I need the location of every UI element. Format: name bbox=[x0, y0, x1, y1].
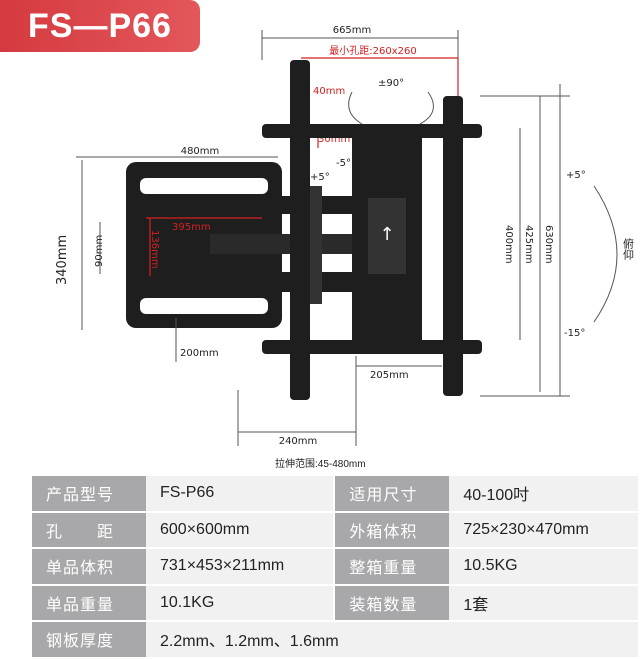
dim-arm-width: 480mm bbox=[181, 146, 220, 157]
upper-arm bbox=[180, 196, 360, 214]
model-badge: FS—P66 bbox=[0, 0, 200, 52]
dim-min-hole: 最小孔距:260x260 bbox=[329, 45, 416, 57]
dim-arm-reach: 395mm bbox=[172, 222, 211, 233]
table-row: 钢板厚度 2.2mm、1.2mm、1.6mm bbox=[32, 621, 638, 659]
dim-tilt-label: 俯仰 bbox=[622, 237, 635, 261]
dim-right-630: 630mm bbox=[543, 225, 554, 264]
spec-value: 725×230×470mm bbox=[449, 511, 638, 549]
spec-key: 钢板厚度 bbox=[32, 621, 146, 659]
dim-tilt-down: -15° bbox=[564, 328, 585, 339]
lower-arm bbox=[210, 234, 360, 254]
dim-tilt-small: -5° bbox=[336, 158, 351, 169]
spec-key: 单品体积 bbox=[32, 548, 146, 586]
spec-value: 1套 bbox=[449, 584, 638, 622]
spec-key: 装箱数量 bbox=[333, 584, 450, 622]
dim-total-width: 665mm bbox=[333, 25, 372, 36]
spec-key: 孔 距 bbox=[32, 511, 146, 549]
svg-text:↑: ↑ bbox=[379, 224, 394, 245]
right-vertical-rail bbox=[443, 96, 463, 396]
dim-rotation: ±90° bbox=[378, 78, 404, 89]
dim-wall-height: 340mm bbox=[55, 235, 70, 285]
spec-value: 731×453×211mm bbox=[146, 548, 335, 586]
dim-wall-inner: 90mm bbox=[94, 235, 105, 267]
spec-key: 单品重量 bbox=[32, 584, 146, 622]
table-row: 单品体积 731×453×211mm 整箱重量 10.5KG bbox=[32, 548, 638, 586]
extension-range: 拉伸范围:45-480mm bbox=[275, 459, 366, 470]
spec-table: 产品型号 FS-P66 适用尺寸 40-100吋 孔 距 600×600mm 外… bbox=[32, 476, 638, 659]
spec-value: 10.5KG bbox=[449, 548, 638, 586]
dim-bottom-240: 240mm bbox=[279, 436, 318, 447]
dim-right-425: 425mm bbox=[523, 225, 534, 264]
dim-tilt-small-up: +5° bbox=[310, 172, 330, 183]
spec-key: 产品型号 bbox=[32, 476, 146, 513]
dim-tilt-up: +5° bbox=[566, 170, 586, 181]
spec-value: 10.1KG bbox=[146, 584, 335, 622]
dim-rail-h: 136mm bbox=[149, 230, 160, 269]
table-row: 孔 距 600×600mm 外箱体积 725×230×470mm bbox=[32, 511, 638, 549]
product-diagram: 665mm 最小孔距:260x260 40mm 30mm ±90° 480mm … bbox=[55, 25, 635, 447]
spec-value: 40-100吋 bbox=[449, 476, 638, 513]
spec-value: FS-P66 bbox=[146, 476, 335, 513]
spec-key: 外箱体积 bbox=[333, 511, 450, 549]
spec-value: 2.2mm、1.2mm、1.6mm bbox=[146, 621, 638, 659]
spec-key: 整箱重量 bbox=[333, 548, 450, 586]
dim-hole-offset: 40mm bbox=[313, 86, 345, 97]
spec-key: 适用尺寸 bbox=[333, 476, 450, 513]
dim-bottom-200: 200mm bbox=[180, 348, 219, 359]
dim-right-400: 400mm bbox=[503, 225, 514, 264]
table-row: 产品型号 FS-P66 适用尺寸 40-100吋 bbox=[32, 476, 638, 513]
table-row: 单品重量 10.1KG 装箱数量 1套 bbox=[32, 584, 638, 622]
dim-rail-gap: 30mm bbox=[318, 134, 350, 145]
spec-value: 600×600mm bbox=[146, 511, 335, 549]
left-vertical-rail bbox=[290, 60, 310, 400]
dim-bottom-205: 205mm bbox=[370, 370, 409, 381]
